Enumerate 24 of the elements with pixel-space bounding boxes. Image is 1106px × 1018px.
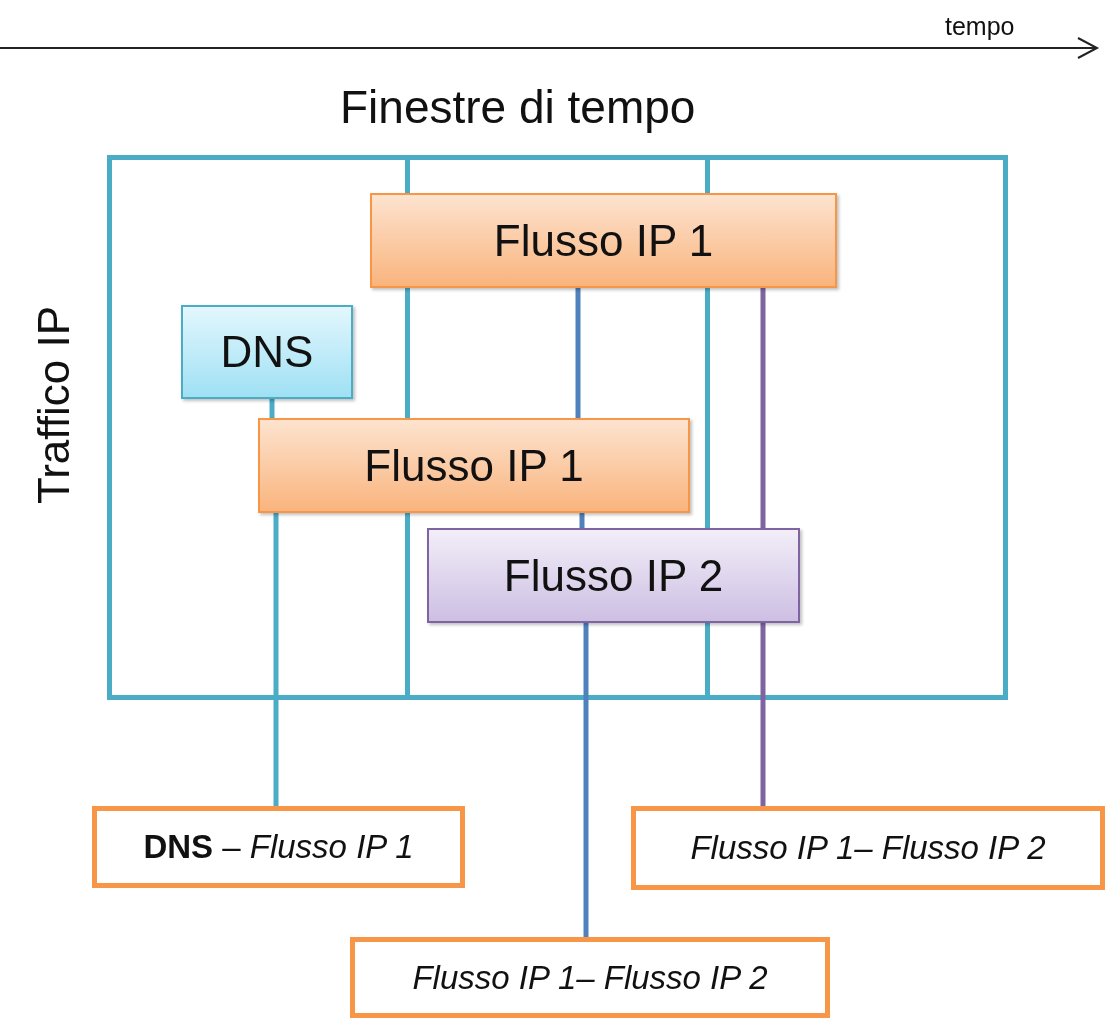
node-label: Flusso IP 1– Flusso IP 2 xyxy=(690,829,1046,867)
node-label: Flusso IP 1– Flusso IP 2 xyxy=(412,958,768,997)
node-label: DNS – Flusso IP 1 xyxy=(143,828,414,866)
flow-box xyxy=(370,193,837,288)
connector-line xyxy=(273,513,279,806)
connector-line xyxy=(579,513,585,528)
flow-box xyxy=(427,528,800,623)
connector-line xyxy=(575,288,581,418)
flow-box xyxy=(258,418,690,513)
connector-line xyxy=(760,623,766,806)
node-label: Flusso IP 1 xyxy=(493,215,714,266)
result-box xyxy=(631,806,1105,890)
axis-label: Traffico IP xyxy=(29,305,80,505)
node-label: DNS xyxy=(220,327,314,377)
axis-label: tempo xyxy=(945,12,1015,41)
connector-line xyxy=(760,288,766,528)
connector-line xyxy=(269,399,275,418)
dns-box xyxy=(181,305,353,399)
title: Finestre di tempo xyxy=(340,80,696,134)
result-box xyxy=(350,937,830,1018)
node-label: Flusso IP 1 xyxy=(364,440,584,491)
node-label: Flusso IP 2 xyxy=(503,550,724,601)
result-box xyxy=(92,806,465,888)
connector-line xyxy=(583,623,589,937)
